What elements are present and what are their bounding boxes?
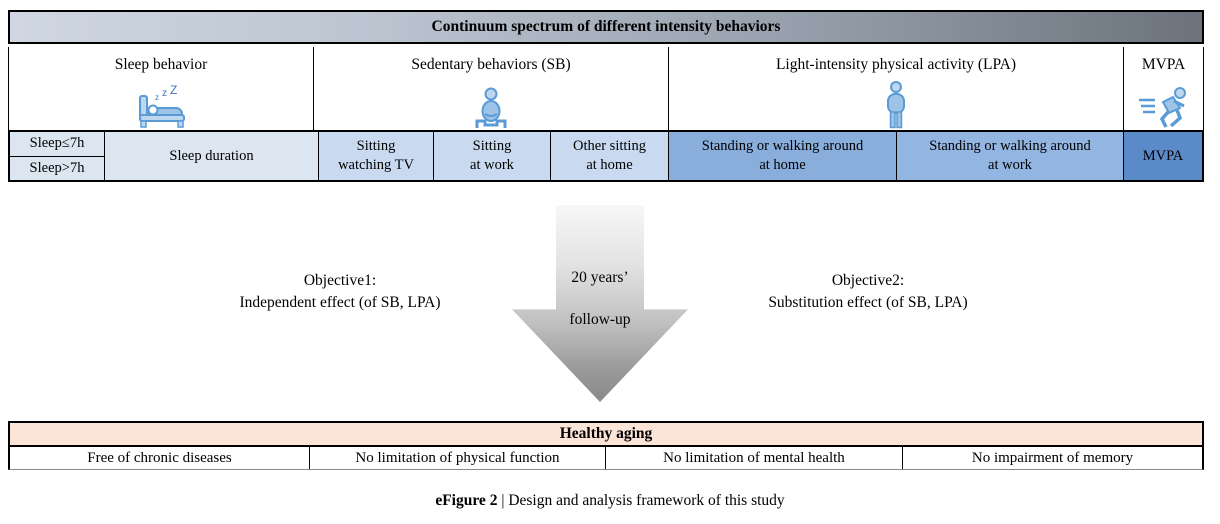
continuum-title-text: Continuum spectrum of different intensit… bbox=[431, 18, 781, 35]
standing-walking-home-cell: Standing or walking around at home bbox=[669, 132, 897, 180]
sitting-watching-tv-cell: Sitting watching TV bbox=[319, 132, 434, 180]
cell-text: MVPA bbox=[1142, 147, 1184, 164]
arrow-text-years: 20 years’ bbox=[571, 269, 629, 286]
cell-text: at work bbox=[988, 157, 1032, 173]
mvpa-cell: MVPA bbox=[1124, 132, 1202, 180]
outcome-memory-cell: No impairment of memory bbox=[903, 447, 1202, 469]
svg-text:Z: Z bbox=[170, 85, 177, 97]
arrow-text-followup: follow-up bbox=[569, 311, 631, 328]
sitting-person-icon bbox=[468, 87, 514, 129]
objective2-block: Objective2: Substitution effect (of SB, … bbox=[668, 270, 1068, 314]
outcome-chronic-diseases-cell: Free of chronic diseases bbox=[10, 447, 310, 469]
sleeping-bed-icon: z z Z bbox=[132, 83, 190, 129]
svg-text:z: z bbox=[162, 88, 167, 99]
category-label-lpa: Light-intensity physical activity (LPA) bbox=[775, 56, 1017, 73]
category-label-sb: Sedentary behaviors (SB) bbox=[411, 56, 571, 73]
sleep-le7h-cell: Sleep≤7h bbox=[10, 132, 104, 157]
cell-text: Standing or walking around bbox=[701, 138, 864, 154]
objective2-title: Objective2: bbox=[831, 272, 905, 289]
sleep-gt7h-cell: Sleep>7h bbox=[29, 159, 85, 176]
continuum-title-bar: Continuum spectrum of different intensit… bbox=[8, 10, 1204, 44]
category-sedentary-behaviors: Sedentary behaviors (SB) bbox=[314, 47, 669, 130]
objective1-title: Objective1: bbox=[303, 272, 377, 289]
running-person-icon bbox=[1137, 85, 1191, 129]
objective1-text: Independent effect (of SB, LPA) bbox=[239, 294, 441, 311]
cell-text: Standing or walking around bbox=[929, 138, 1091, 154]
healthy-aging-header: Healthy aging bbox=[8, 421, 1204, 447]
down-arrow-icon bbox=[512, 205, 688, 402]
objective1-block: Objective1: Independent effect (of SB, L… bbox=[140, 270, 540, 314]
standing-walking-work-cell: Standing or walking around at work bbox=[897, 132, 1124, 180]
sleep-split-cell: Sleep≤7h Sleep>7h bbox=[10, 132, 105, 180]
figure-caption-separator: | bbox=[497, 492, 509, 509]
figure-caption: eFigure 2 | Design and analysis framewor… bbox=[0, 492, 1220, 510]
figure-caption-text: Design and analysis framework of this st… bbox=[508, 492, 785, 509]
cell-text: Other sitting bbox=[573, 138, 646, 154]
figure-caption-label: eFigure 2 bbox=[435, 492, 498, 509]
objective2-text: Substitution effect (of SB, LPA) bbox=[768, 294, 968, 311]
category-mvpa: MVPA bbox=[1124, 47, 1204, 130]
other-sitting-at-home-cell: Other sitting at home bbox=[551, 132, 669, 180]
outcome-mental-health-cell: No limitation of mental health bbox=[606, 447, 903, 469]
sitting-at-work-cell: Sitting at work bbox=[434, 132, 551, 180]
cell-text: Sitting bbox=[472, 138, 512, 154]
cell-text: at home bbox=[586, 157, 633, 173]
healthy-aging-outcomes-row: Free of chronic diseases No limitation o… bbox=[8, 447, 1204, 470]
cell-text: Sitting bbox=[356, 138, 396, 154]
category-sleep-behavior: Sleep behavior z z Z bbox=[9, 47, 314, 130]
cell-text: at work bbox=[470, 157, 514, 173]
svg-text:z: z bbox=[155, 93, 159, 102]
category-lpa: Light-intensity physical activity (LPA) bbox=[669, 47, 1124, 130]
category-header-row: Sleep behavior z z Z Sedentary behaviors… bbox=[8, 47, 1205, 130]
cell-text: watching TV bbox=[338, 157, 414, 173]
follow-up-arrow: 20 years’ follow-up bbox=[512, 205, 688, 402]
category-label-mvpa: MVPA bbox=[1141, 56, 1186, 73]
category-label-sleep: Sleep behavior bbox=[114, 56, 208, 73]
cell-text: at home bbox=[759, 157, 806, 173]
sleep-duration-cell: Sleep duration bbox=[105, 132, 319, 180]
outcome-physical-function-cell: No limitation of physical function bbox=[310, 447, 606, 469]
behavior-spectrum-row: Sleep≤7h Sleep>7h Sleep duration Sitting… bbox=[8, 130, 1204, 182]
cell-text: Sleep duration bbox=[169, 147, 254, 164]
healthy-aging-title: Healthy aging bbox=[559, 425, 653, 442]
standing-person-icon bbox=[883, 81, 909, 129]
